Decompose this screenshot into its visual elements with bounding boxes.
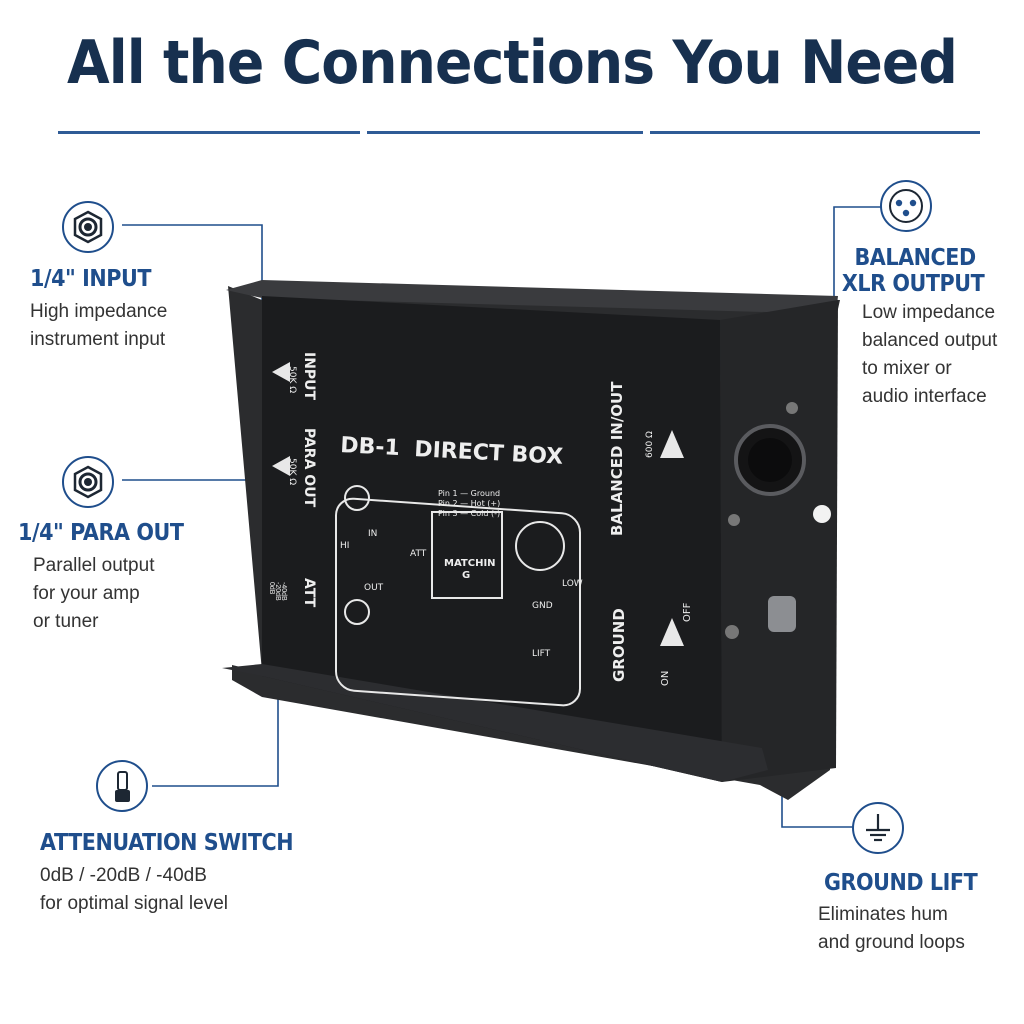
ground-lift-title: GROUND LIFT (824, 870, 978, 896)
pin1-label: Pin 1 — Ground (438, 489, 500, 498)
xlr-title-line1: BALANCED (854, 245, 977, 271)
slide-switch-icon (115, 771, 130, 802)
panel-input-imp: 50K Ω (287, 366, 297, 393)
panel-para-label: PARA OUT (301, 428, 317, 508)
input-description: High impedance instrument input (30, 301, 168, 350)
pin2-label: Pin 2 — Hot (+) (438, 499, 500, 508)
att-value-label: 0dB (268, 582, 275, 595)
att-value-label: -20dB (274, 582, 281, 601)
para-out-jack-icon-circle (62, 456, 114, 508)
xlr-connector-icon (889, 189, 923, 223)
att-switch-icon-circle (96, 760, 148, 812)
end-plate (720, 300, 838, 782)
panel-ground-label: GROUND (610, 608, 628, 682)
title-underline-middle (367, 131, 643, 134)
panel-para-imp: 50K Ω (287, 458, 297, 485)
panel-input-label: INPUT (301, 352, 317, 401)
panel-balanced-imp: 600 Ω (645, 431, 655, 458)
ground-lift-description: Eliminates hum and ground loops (818, 904, 965, 953)
panel-balanced-label: BALANCED IN/OUT (608, 381, 626, 536)
in-label: IN (368, 529, 377, 539)
matching-label-1: MATCHIN (444, 558, 496, 569)
lift-label: LIFT (532, 649, 551, 659)
device-model: DB-1 (340, 433, 401, 461)
ground-lift-switch (768, 596, 796, 632)
panel-ground-on: ON (660, 671, 671, 686)
panel-ground-off: OFF (682, 602, 693, 622)
input-jack-icon-circle (62, 201, 114, 253)
hi-label: HI (340, 541, 349, 551)
title-underline-left (58, 131, 360, 134)
panel-att-label: ATT (301, 578, 317, 608)
title-underline-right (650, 131, 980, 134)
pin3-label: Pin 3 — Cold (-) (438, 509, 500, 518)
low-label: LOW (562, 579, 583, 589)
matching-label-2: G (462, 570, 470, 581)
jack-socket-icon (73, 210, 103, 244)
input-title: 1/4" INPUT (30, 266, 151, 292)
attenuation-description: 0dB / -20dB / -40dB for optimal signal l… (40, 865, 228, 914)
para-out-description: Parallel output for your amp or tuner (33, 555, 155, 632)
att-diagram-label: ATT (410, 549, 427, 559)
ground-icon-circle (852, 802, 904, 854)
front-panel (262, 296, 722, 782)
att-value-label: -40dB (280, 582, 287, 601)
ground-symbol-icon (866, 814, 890, 842)
xlr-title-line2: XLR OUTPUT (841, 271, 985, 297)
page-title: All the Connections You Need (66, 28, 958, 98)
out-label: OUT (364, 583, 384, 593)
jack-socket-icon (73, 465, 103, 499)
gnd-label: GND (532, 601, 553, 611)
attenuation-title: ATTENUATION SWITCH (40, 830, 294, 856)
para-out-title: 1/4" PARA OUT (18, 520, 184, 546)
xlr-description: Low impedance balanced output to mixer o… (862, 302, 998, 407)
xlr-icon-circle (880, 180, 932, 232)
